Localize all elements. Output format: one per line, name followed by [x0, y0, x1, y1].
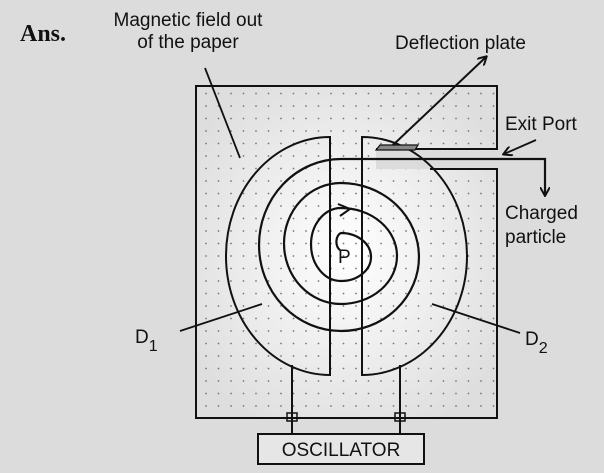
- terminal-left: [286, 412, 298, 422]
- charged-particle-label-line1: Charged: [505, 203, 578, 224]
- charged-particle-label-line2: particle: [505, 227, 566, 248]
- source-label: P: [338, 247, 351, 268]
- dee2-label: D2: [525, 329, 548, 357]
- direction-arrow-icon: [337, 203, 353, 217]
- oscillator-label: OSCILLATOR: [282, 440, 401, 461]
- oscillator-box: [257, 433, 425, 465]
- magnetic-field-label-line1: Magnetic field out: [114, 10, 264, 31]
- exit-port-label: Exit Port: [505, 114, 578, 135]
- dee1-label: D1: [135, 327, 158, 355]
- vacuum-chamber: [195, 85, 498, 419]
- dee-1: [225, 135, 331, 377]
- particle-spiral-path: [257, 157, 545, 333]
- dee-2: [361, 135, 468, 377]
- deflection-plate: [374, 144, 420, 151]
- deflection-plate-label: Deflection plate: [395, 33, 526, 54]
- magnetic-field-label-line2: of the paper: [137, 32, 239, 53]
- terminal-right: [394, 412, 406, 422]
- answer-heading: Ans.: [20, 21, 66, 47]
